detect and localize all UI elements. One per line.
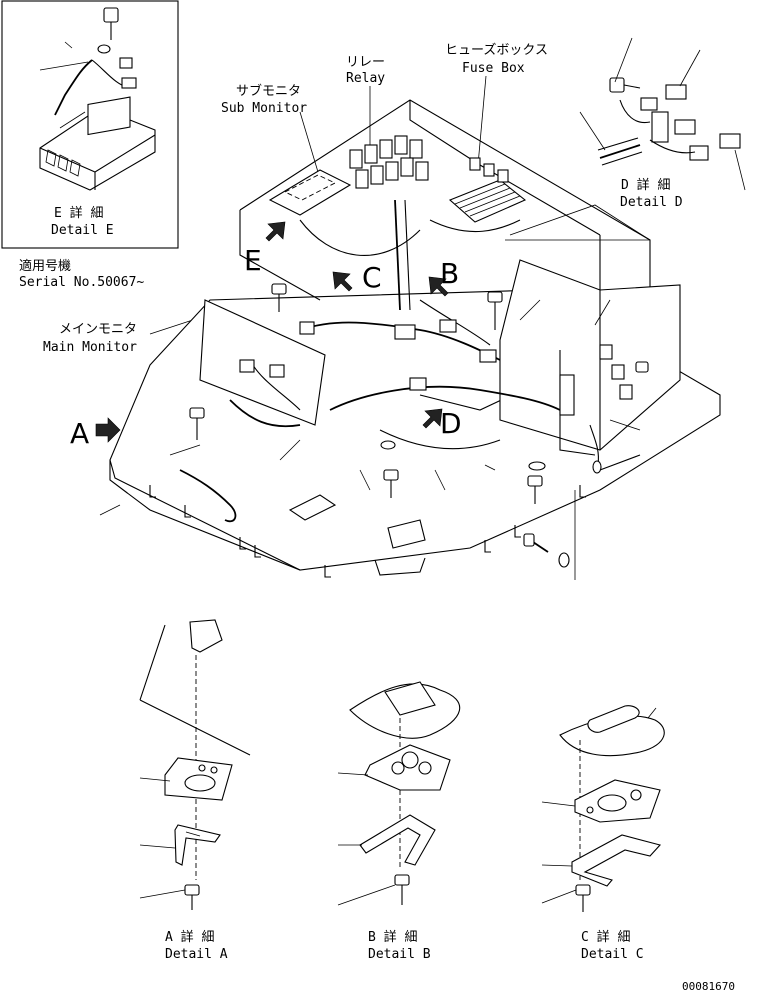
detail-d-title-en: Detail D xyxy=(620,195,683,210)
detail-c-title-en: Detail C xyxy=(581,947,644,962)
submonitor-label-en: Sub Monitor xyxy=(221,101,307,116)
arrow-e-icon xyxy=(265,221,286,242)
detail-a-title-en: Detail A xyxy=(165,947,228,962)
mainmonitor-label-jp: メインモニタ xyxy=(59,322,137,337)
detail-b-title-jp: B 詳 細 xyxy=(368,929,417,945)
relay-label-jp: リレー xyxy=(346,55,385,70)
sub-monitor xyxy=(268,169,352,216)
harness-connectors xyxy=(239,319,633,416)
detail-d-drawing: D 詳 細 Detail D xyxy=(579,37,746,210)
relay-label-en: Relay xyxy=(346,71,385,86)
drawing-number: 00081670 xyxy=(682,980,735,993)
fuse-box xyxy=(448,157,527,223)
serial-label-jp: 適用号機 xyxy=(19,258,71,274)
callout-d: D xyxy=(440,407,462,440)
fusebox-label-en: Fuse Box xyxy=(462,61,525,76)
relay-cluster xyxy=(349,135,429,189)
detail-e-title-en: Detail E xyxy=(51,223,114,238)
callout-e: E xyxy=(244,244,262,277)
detail-c-drawing: C 詳 細 Detail C xyxy=(541,705,665,962)
detail-a-title-jp: A 詳 細 xyxy=(165,929,214,945)
serial-label-en: Serial No.50067~ xyxy=(19,275,144,290)
detail-b-title-en: Detail B xyxy=(368,947,431,962)
fusebox-label-jp: ヒューズボックス xyxy=(445,42,548,58)
detail-c-title-jp: C 詳 細 xyxy=(581,929,630,945)
callout-arrows xyxy=(95,221,449,443)
main-assembly xyxy=(99,99,721,580)
arrow-b-icon xyxy=(428,276,449,297)
detail-e-title-jp: E 詳 細 xyxy=(54,205,103,221)
arrow-c-icon xyxy=(332,271,353,292)
detail-b-drawing: B 詳 細 Detail B xyxy=(337,681,461,962)
submonitor-label-jp: サブモニタ xyxy=(236,83,301,99)
callout-b: B xyxy=(440,257,459,290)
detail-e-inset: E 詳 細 Detail E xyxy=(1,0,179,249)
detail-d-title-jp: D 詳 細 xyxy=(621,177,670,193)
callout-a: A xyxy=(70,417,89,450)
arrow-d-icon xyxy=(422,408,443,429)
detail-a-drawing: A 詳 細 Detail A xyxy=(139,619,251,962)
arrow-a-icon xyxy=(95,417,121,443)
mainmonitor-label-en: Main Monitor xyxy=(43,340,137,355)
mounting-bolts xyxy=(189,283,649,504)
callout-c: C xyxy=(362,261,382,294)
